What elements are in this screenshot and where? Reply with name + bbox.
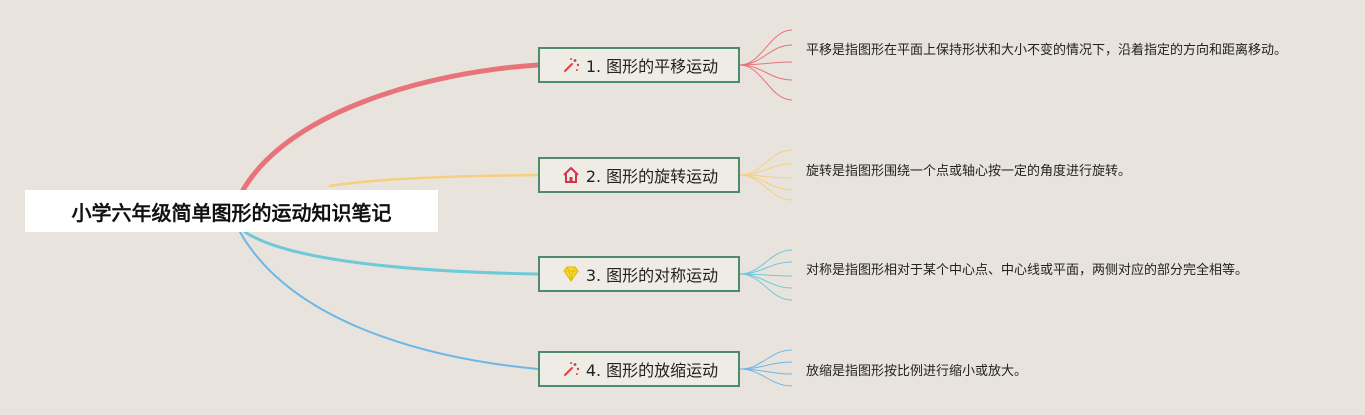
branch-line-2	[328, 173, 540, 188]
magic-wand-icon	[560, 358, 582, 380]
topic-label: 3. 图形的对称运动	[585, 266, 719, 285]
note-symmetry: 对称是指图形相对于某个中心点、中心线或平面，两侧对应的部分完全相等。	[806, 263, 1249, 278]
note-scaling: 放缩是指图形按比例进行缩小或放大。	[806, 364, 1028, 379]
topic-label: 2. 图形的旋转运动	[585, 167, 719, 186]
topic-symmetry[interactable]: 3. 图形的对称运动	[538, 256, 740, 292]
house-icon	[560, 164, 582, 186]
root-topic[interactable]: 小学六年级简单图形的运动知识笔记	[25, 190, 438, 232]
magic-wand-icon	[560, 54, 582, 76]
branch-line-4	[239, 231, 539, 370]
branch-line-3	[243, 230, 540, 276]
topic-rotation[interactable]: 2. 图形的旋转运动	[538, 157, 740, 193]
detail-fan-1	[739, 29, 793, 101]
branch-line-1	[240, 62, 541, 193]
note-translation: 平移是指图形在平面上保持形状和大小不变的情况下，沿着指定的方向和距离移动。	[806, 43, 1288, 58]
note-rotation: 旋转是指图形围绕一个点或轴心按一定的角度进行旋转。	[806, 164, 1132, 179]
topic-translation[interactable]: 1. 图形的平移运动	[538, 47, 740, 83]
topic-label: 4. 图形的放缩运动	[585, 361, 719, 380]
detail-fan-3	[739, 249, 793, 301]
gem-icon	[560, 263, 582, 285]
topic-label: 1. 图形的平移运动	[585, 57, 719, 76]
root-title: 小学六年级简单图形的运动知识笔记	[71, 200, 392, 225]
detail-fan-4	[739, 349, 793, 387]
detail-fan-2	[739, 149, 793, 201]
topic-scaling[interactable]: 4. 图形的放缩运动	[538, 351, 740, 387]
